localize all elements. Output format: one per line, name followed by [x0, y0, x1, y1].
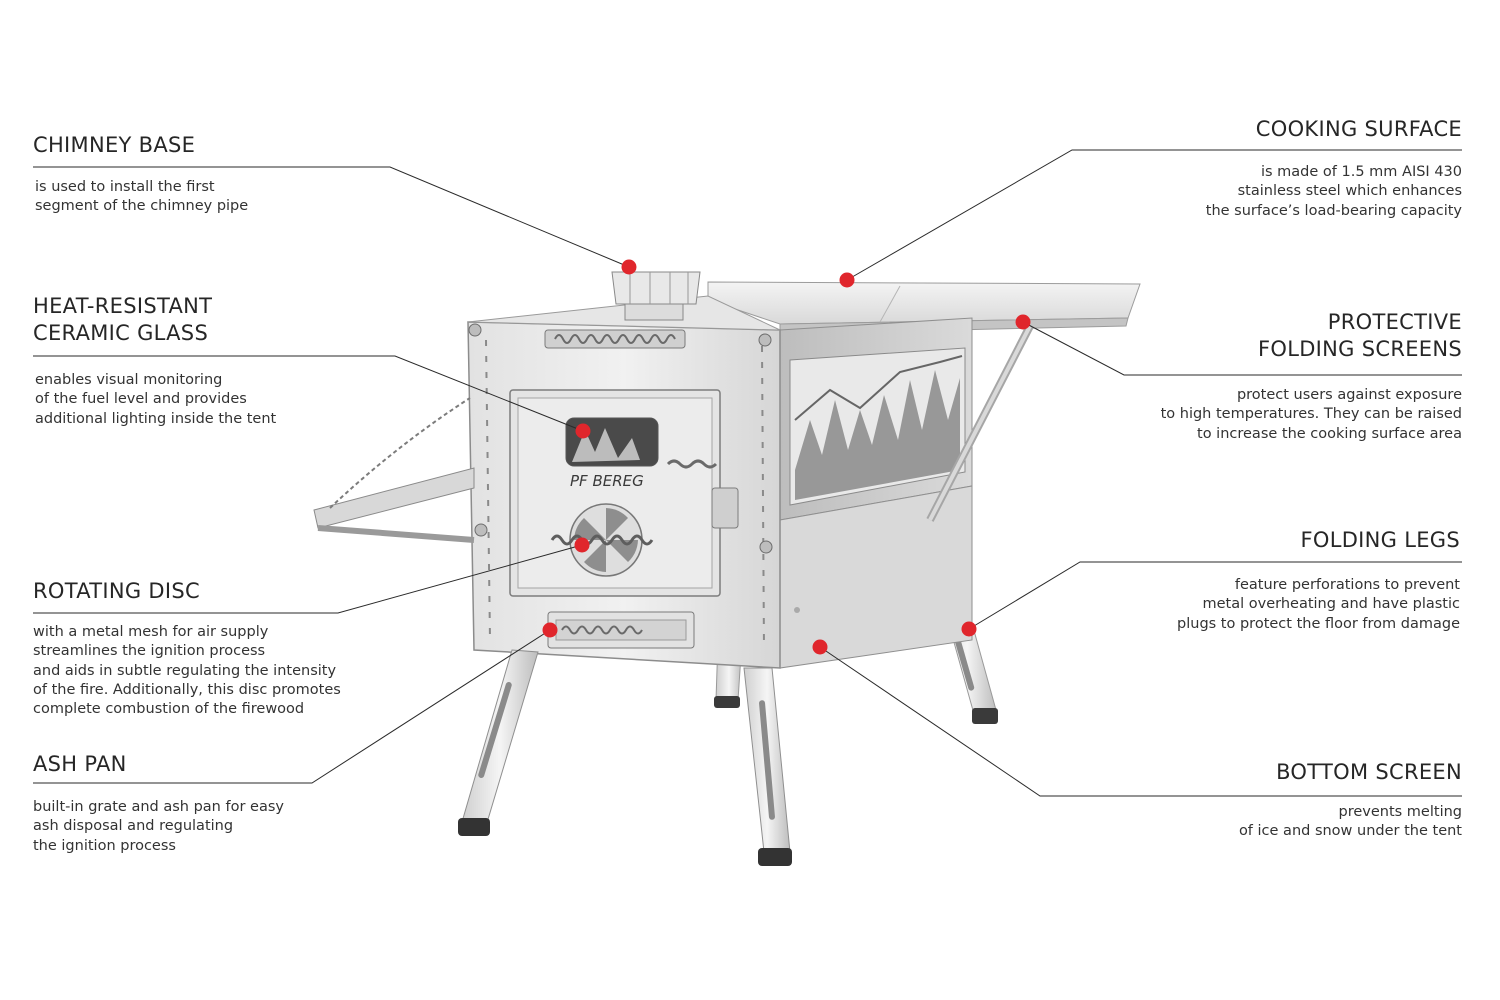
stove-side-panel [779, 317, 973, 669]
callout-description: feature perforations to prevent metal ov… [1177, 577, 1460, 632]
callout-rotating-disc: ROTATING DISC with a metal mesh for air … [33, 578, 393, 717]
callout-title: CHIMNEY BASE [33, 133, 196, 157]
callout-description: prevents melting of ice and snow under t… [1238, 804, 1462, 840]
callout-description: built-in grate and ash pan for easy ash … [33, 799, 284, 854]
folding-screen-strut [926, 324, 1034, 522]
callout-chimney-base: CHIMNEY BASE is used to install the firs… [33, 132, 393, 214]
callout-title: PROTECTIVE FOLDING SCREENS [1258, 310, 1462, 361]
stove-door: PF BEREG [509, 389, 739, 597]
brand-plate-text: PF BEREG [570, 472, 644, 490]
callout-title: ROTATING DISC [33, 579, 200, 603]
callout-description: enables visual monitoring of the fuel le… [35, 372, 277, 427]
callout-title: BOTTOM SCREEN [1276, 760, 1462, 784]
callout-ash-pan: ASH PAN built-in grate and ash pan for e… [33, 751, 393, 854]
callout-description: protect users against exposure to high t… [1160, 387, 1462, 442]
callout-title: COOKING SURFACE [1255, 117, 1462, 141]
callout-description: is used to install the first segment of … [35, 179, 249, 215]
callout-title: ASH PAN [33, 752, 127, 776]
front-leg-right [743, 667, 792, 866]
callout-ceramic-glass: HEAT-RESISTANT CERAMIC GLASS enables vis… [33, 293, 393, 427]
callout-title: HEAT-RESISTANT CERAMIC GLASS [33, 294, 213, 345]
ash-pan-drawer [547, 611, 695, 649]
callout-bottom-screen: BOTTOM SCREEN prevents melting of ice an… [1082, 759, 1462, 839]
callout-description: is made of 1.5 mm AISI 430 stainless ste… [1205, 164, 1462, 219]
chimney-base [611, 271, 701, 321]
callout-folding-screens: PROTECTIVE FOLDING SCREENS protect users… [1082, 309, 1462, 442]
callout-description: with a metal mesh for air supply streaml… [33, 624, 341, 718]
callout-cooking-surface: COOKING SURFACE is made of 1.5 mm AISI 4… [1082, 116, 1462, 219]
front-leg-left [458, 649, 539, 836]
callout-title: FOLDING LEGS [1300, 528, 1460, 552]
callout-folding-legs: FOLDING LEGS feature perforations to pre… [1080, 527, 1460, 632]
